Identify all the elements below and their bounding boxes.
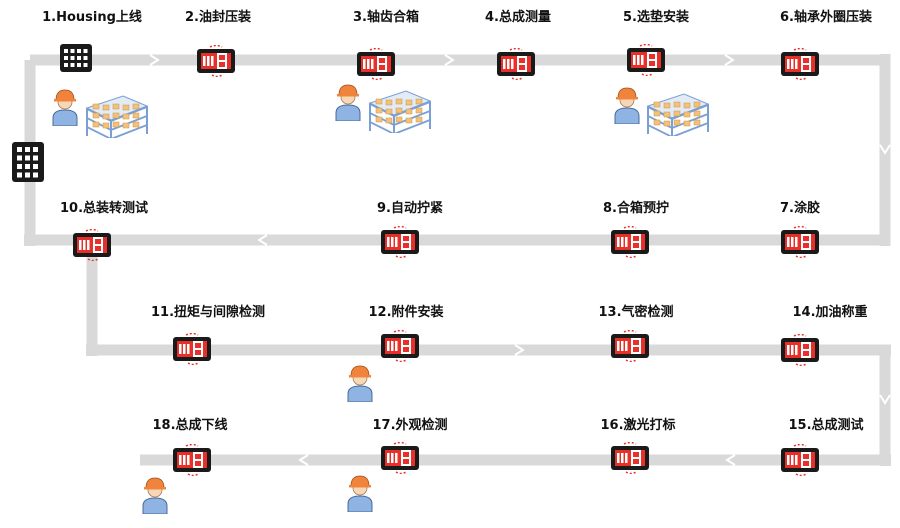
station-icon — [380, 441, 420, 475]
flow-arrow-icon — [257, 234, 268, 246]
step-label: 10.总装转测试 — [59, 201, 149, 216]
step-label: 1.Housing上线 — [42, 10, 142, 25]
station-icon — [356, 47, 396, 81]
operator-icon — [345, 364, 375, 403]
step-label: 17.外观检测 — [372, 418, 448, 433]
housing-feeder-icon — [11, 140, 45, 184]
step-label: 9.自动拧紧 — [377, 201, 443, 216]
operator-icon — [612, 86, 642, 125]
operator-icon — [333, 83, 363, 122]
flow-arrow-icon — [724, 54, 735, 66]
step-label: 4.总成测量 — [485, 10, 551, 25]
step-label: 2.油封压装 — [185, 10, 251, 25]
step-label: 12.附件安装 — [368, 305, 444, 320]
step-label: 5.选垫安装 — [623, 10, 689, 25]
step-label: 18.总成下线 — [152, 418, 228, 433]
operator-icon — [140, 476, 170, 515]
step-label: 15.总成测试 — [788, 418, 864, 433]
station-icon — [610, 441, 650, 475]
step-label: 7.涂胶 — [780, 201, 820, 216]
station-icon — [196, 44, 236, 78]
step-label: 3.轴齿合箱 — [353, 10, 419, 25]
material-rack-icon — [85, 88, 149, 148]
flow-arrow-icon — [298, 454, 309, 466]
station-icon — [172, 332, 212, 366]
operator-icon — [345, 474, 375, 513]
flow-arrow-icon — [879, 144, 891, 155]
station-icon — [610, 225, 650, 259]
flow-arrow-icon — [725, 454, 736, 466]
flow-arrow-icon — [514, 344, 525, 356]
step-label: 8.合箱预拧 — [603, 201, 669, 216]
step-label: 11.扭矩与间隙检测 — [150, 305, 266, 320]
material-rack-icon — [368, 83, 432, 143]
material-rack-icon — [646, 86, 710, 146]
step-label: 6.轴承外圈压装 — [780, 10, 872, 25]
station-icon — [780, 225, 820, 259]
station-icon — [780, 443, 820, 477]
step-label: 13.气密检测 — [598, 305, 674, 320]
flow-arrow-icon — [879, 394, 891, 405]
station-icon — [610, 329, 650, 363]
station-icon — [380, 225, 420, 259]
flow-arrow-icon — [444, 54, 455, 66]
station-icon — [380, 329, 420, 363]
station-icon — [496, 47, 536, 81]
flow-arrow-icon — [149, 54, 160, 66]
station-icon — [780, 333, 820, 367]
station-icon — [72, 228, 112, 262]
station-icon — [780, 47, 820, 81]
station-icon — [172, 443, 212, 477]
step-label: 14.加油称重 — [792, 305, 868, 320]
housing-feeder-icon — [59, 42, 93, 74]
operator-icon — [50, 88, 80, 127]
station-icon — [626, 43, 666, 77]
step-label: 16.激光打标 — [600, 418, 676, 433]
